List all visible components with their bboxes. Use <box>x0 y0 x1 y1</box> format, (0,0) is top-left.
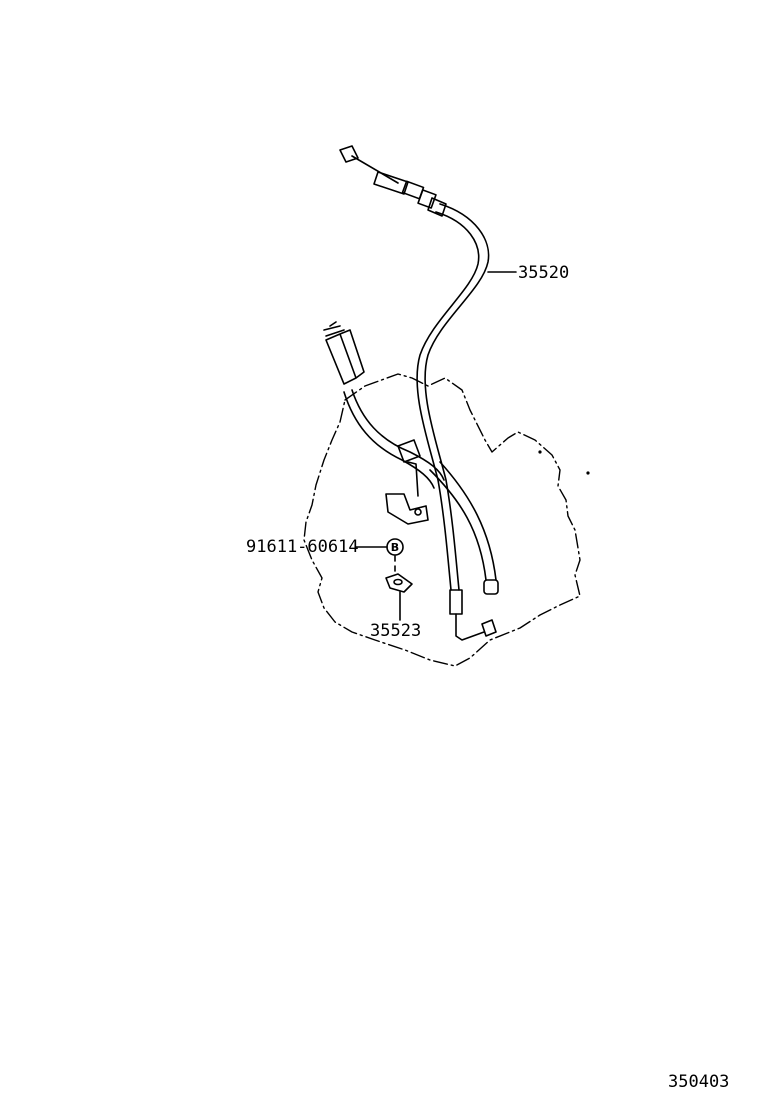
bracket-hole <box>414 508 422 516</box>
bolt-part-number: 91611-60614 <box>246 537 359 557</box>
harness-connector <box>325 329 365 385</box>
cable-lower-rod <box>455 613 485 641</box>
bolt-symbol-letter: B <box>391 541 399 554</box>
cable-lower-eye <box>481 619 497 637</box>
cable-end-eye <box>339 145 359 163</box>
cable-sheath-inner-edge <box>416 211 480 591</box>
cable-inner-wire <box>351 155 399 184</box>
cable-adjust-nut-2 <box>417 189 437 209</box>
secondary-hose-end <box>483 579 499 595</box>
cable-lower-ferrule <box>449 589 463 615</box>
figure-id: 350403 <box>668 1072 730 1092</box>
secondary-hose <box>429 461 497 581</box>
harness-connector-pins <box>323 321 345 337</box>
small-bracket <box>385 573 413 593</box>
harness-clip <box>397 439 421 463</box>
transmission-housing-outline <box>303 373 581 667</box>
harness-wire-a <box>351 389 445 481</box>
drawing-speck <box>538 450 542 454</box>
cable-rod-sleeve <box>373 171 409 195</box>
drawing-speck <box>586 471 590 475</box>
cable-sheath <box>424 203 490 591</box>
cable-part-number: 35520 <box>518 263 570 283</box>
cable-mount-bracket <box>385 461 429 525</box>
harness-wire-b <box>343 391 435 489</box>
cable-ferrule <box>427 197 447 217</box>
bracket-part-number: 35523 <box>370 621 422 641</box>
small-bracket-hole <box>393 578 403 586</box>
